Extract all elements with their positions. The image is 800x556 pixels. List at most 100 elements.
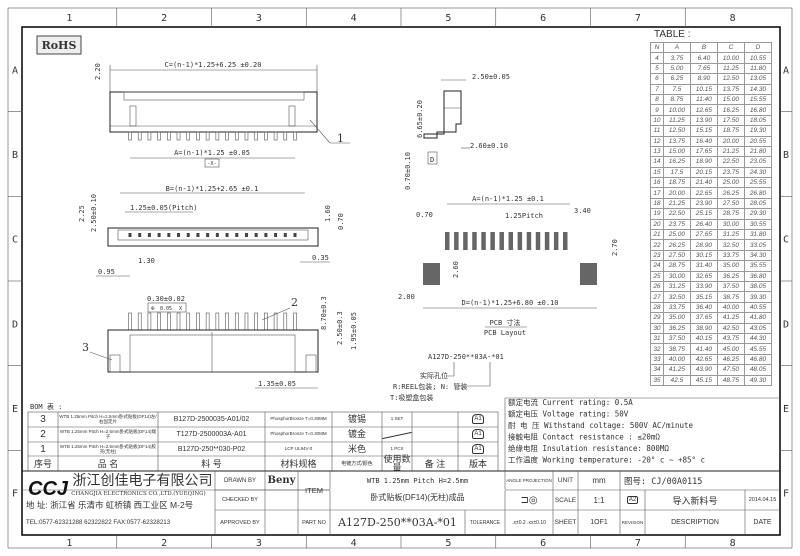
pin [137,312,142,331]
bom-header-cell: 序号 [33,458,52,469]
table-cell: 18.05 [743,114,773,127]
pin [205,312,210,331]
table-cell: 35.00 [662,312,691,324]
table-cell: 10.00 [662,104,691,116]
pin [254,233,258,237]
company-name-cn: 浙江创佳电子有限公司 [72,473,213,489]
table-cell: 13.75 [662,135,691,147]
table-cell: 28.05 [743,197,773,210]
dim-0-95: 0.95 [98,268,115,276]
table-cell: 9 [650,104,664,116]
table-cell: 31.40 [689,260,718,272]
table-cell: 43.75 [716,332,745,345]
table-cell: 33.90 [689,280,718,293]
pin [137,131,142,141]
dim-2-50-b: 2.50±0.3 [336,311,344,345]
table-cell: 35.15 [689,291,718,303]
zone-column-label: 3 [256,13,262,24]
table-cell: 16.25 [716,104,745,116]
table-cell: 24.30 [743,166,773,179]
pin [244,312,249,331]
table-cell: 40.00 [662,353,691,366]
table-cell: 19.30 [743,125,773,137]
table-cell: 35 [650,374,664,386]
dim-0-70: 0.70 [337,213,345,230]
dim-c: C=(n-1)*1.25+6.25 ±0.20 [165,61,262,69]
table-cell: 36.25 [716,270,745,283]
table-header-cell: N [650,41,664,54]
company-address: 地 址: 浙江省 乐清市 虹桥镇 西工业区 M-2号 [26,500,194,510]
table-cell: 32.50 [662,291,691,303]
pin [186,233,190,237]
table-cell: 22.65 [689,187,718,199]
pin [138,233,142,237]
table-cell: 13.90 [689,114,718,127]
unit-label: UNIT [557,477,574,484]
callout-3: 3 [82,341,89,354]
bom-name: WTB 1.25mm Pitch H=2.5mm卧式贴板(DF14)左/右固定片 [59,414,157,424]
company-logo: CCJ [28,477,69,500]
table-cell: 38.90 [689,322,718,334]
position-tolerance-icon: ⊕ [151,305,155,312]
table-cell: 29.30 [743,208,773,220]
pin [167,312,171,331]
table-cell: 36.40 [689,301,718,314]
zone-column-label: 4 [351,13,357,24]
bom-part: T127D-2500003A-A01 [176,431,247,438]
pin [293,312,297,331]
pin [205,131,210,141]
table-cell: 12.50 [662,125,691,137]
tolerance-label: TOLERANCE [469,519,501,526]
pin [196,312,200,331]
pcb-pitch: 1.25Pitch [505,212,543,220]
table-cell: 20.00 [662,187,691,199]
table-cell: 12 [650,135,664,147]
pin [157,312,161,331]
third-angle-projection-icon: ⊐◎ [520,494,538,506]
table-cell: 48.05 [743,364,773,376]
table-cell: 26.25 [662,239,691,251]
pcb-pad [508,232,514,250]
table-cell: 8.75 [662,93,691,106]
pin [264,131,268,141]
table-cell: 16.80 [743,104,773,116]
part-no-value: A127D-250**03A-*01 [338,516,457,529]
zone-column-label: 7 [635,13,641,24]
table-cell: 24 [650,260,664,272]
bom-part: B127D-250**030-P02 [177,446,246,453]
drawn-by-value: Beny [267,475,296,486]
pin [225,233,229,237]
part-code: A127D-250**03A-*01 [428,353,504,361]
pcb-pad [535,232,541,250]
pin [293,131,297,141]
table-cell: 47.50 [716,364,745,376]
bom-header-cell: 料 号 [201,458,222,469]
item-line-1: WTB 1.25mm Pitch H=2.5mm [366,477,469,485]
zone-column-label: 1 [66,13,72,24]
table-cell: 30 [650,322,664,334]
pin [186,131,191,141]
bom-rev: A1 [472,444,484,454]
pcb-pad [544,232,550,250]
zone-row-label-right: C [783,235,789,246]
bom-name: WTB 1.25mm Pitch H=2.5mm卧式贴板(DF14)端子 [59,429,157,439]
unit-value: mm [592,476,606,485]
zone-column-label-bottom: 8 [730,538,736,549]
pin [167,131,171,141]
dim-2-50: 2.50±0.10 [90,194,98,232]
pin [196,233,200,237]
table-cell: 40.15 [689,332,718,345]
table-cell: 3.75 [662,52,691,64]
table-cell: 19 [650,208,664,220]
date-label: DATE [753,519,772,526]
spec-line: 额定电压 Voltage rating: 50V [508,409,629,419]
